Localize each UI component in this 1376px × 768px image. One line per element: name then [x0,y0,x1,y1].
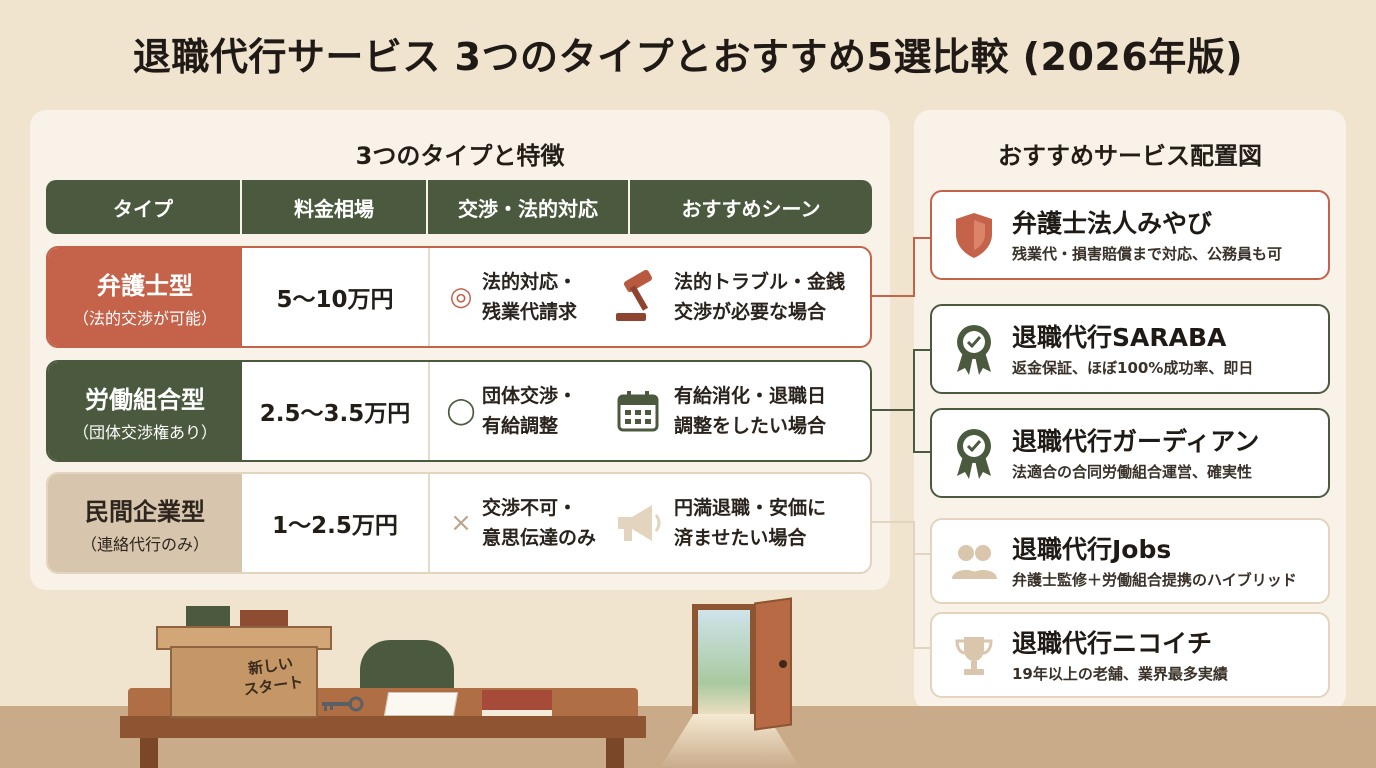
door-knob [779,660,787,668]
service-description: 法適合の合同労働組合運営、確実性 [1012,462,1253,481]
services-heading: おすすめサービス配置図 [998,142,1262,170]
type-name: 労働組合型 [85,385,205,414]
service-description: 残業代・損害賠償まで対応、公務員も可 [1012,244,1283,263]
cell-divider [428,474,430,572]
type-cell: 弁護士型 （法的交渉が可能） [48,248,242,346]
scene-line: 調整をしたい場合 [674,415,827,437]
type-note: （団体交渉権あり） [72,422,217,442]
header-divider [240,180,242,234]
service-name: 退職代行ガーディアン [1012,426,1260,456]
service-name: 退職代行SARABA [1012,322,1227,352]
scene-cell: 円満退職・安価に 済ませたい場合 [608,474,870,572]
service-card-body: 退職代行Jobs 弁護士監修＋労働組合提携のハイブリッド [1012,533,1297,590]
type-name: 弁護士型 [97,271,193,300]
service-card-body: 退職代行ガーディアン 法適合の合同労働組合運営、確実性 [1012,425,1259,482]
keys-icon [322,696,364,712]
type-name: 民間企業型 [85,497,205,526]
negotiation-cell: ◎ 法的対応・ 残業代請求 [440,248,630,346]
service-description: 19年以上の老舗、業界最多実績 [1012,664,1228,683]
service-card-jobs: 退職代行Jobs 弁護士監修＋労働組合提携のハイブリッド [930,518,1330,604]
header-divider [426,180,428,234]
header-divider [628,180,630,234]
scene-line: 交渉が必要な場合 [674,301,827,323]
door-opening-landscape [698,610,750,714]
column-header-price: 料金相場 [294,196,374,221]
service-description: 弁護士監修＋労働組合提携のハイブリッド [1012,570,1297,589]
service-card-guardian: 退職代行ガーディアン 法適合の合同労働組合運営、確実性 [930,408,1330,498]
shield-icon [942,203,1006,267]
comparison-header: タイプ 料金相場 交渉・法的対応 おすすめシーン [46,180,872,234]
book-in-box [240,610,288,630]
desk-edge [120,716,646,738]
service-card-body: 退職代行SARABA 返金保証、ほぼ100%成功率、即日 [1012,321,1253,378]
type-note: （法的交渉が可能） [72,308,217,328]
scene-cell: 法的トラブル・金銭 交渉が必要な場合 [608,248,870,346]
negotiation-line: 意思伝達のみ [482,527,597,549]
scene-line: 済ませたい場合 [674,527,807,549]
award-badge-icon [942,421,1006,485]
cross-icon: × [450,508,472,538]
scene-cell: 有給消化・退職日 調整をしたい場合 [608,362,870,460]
negotiation-line: 有給調整 [482,415,559,437]
scene-text: 法的トラブル・金銭 交渉が必要な場合 [674,267,845,327]
comparison-heading: 3つのタイプと特徴 [355,142,565,170]
price-cell: 5〜10万円 [276,287,394,313]
negotiation-text: 法的対応・ 残業代請求 [482,267,577,327]
service-card-body: 退職代行ニコイチ 19年以上の老舗、業界最多実績 [1012,627,1228,684]
calendar-icon [608,381,668,441]
cell-divider [428,248,430,346]
service-card-body: 弁護士法人みやび 残業代・損害賠償まで対応、公務員も可 [1012,207,1282,264]
negotiation-text: 交渉不可・ 意思伝達のみ [482,493,596,553]
desk-leg [140,738,158,768]
negotiation-line: 残業代請求 [482,301,578,323]
trophy-icon [942,623,1006,687]
desk-leg [606,738,624,768]
scene-text: 有給消化・退職日 調整をしたい場合 [674,381,826,441]
desk-book [482,690,552,716]
type-row-lawyer: 弁護士型 （法的交渉が可能） 5〜10万円 ◎ 法的対応・ 残業代請求 法的トラ… [46,246,872,348]
scene-line: 有給消化・退職日 [674,385,827,407]
column-header-type: タイプ [113,196,173,221]
cell-divider [428,362,430,460]
column-header-scene: おすすめシーン [681,196,821,221]
negotiation-line: 法的対応・ [482,271,578,293]
award-badge-icon [942,317,1006,381]
type-note: （連絡代行のみ） [80,534,209,554]
people-icon [942,529,1006,593]
type-cell: 民間企業型 （連絡代行のみ） [48,474,242,572]
service-name: 退職代行ニコイチ [1012,628,1213,658]
office-chair [360,640,454,692]
service-card-miyabi: 弁護士法人みやび 残業代・損害賠償まで対応、公務員も可 [930,190,1330,280]
service-card-nikoichi: 退職代行ニコイチ 19年以上の老舗、業界最多実績 [930,612,1330,698]
megaphone-icon [608,493,668,553]
negotiation-cell: × 交渉不可・ 意思伝達のみ [440,474,630,572]
scene-line: 法的トラブル・金銭 [674,271,846,293]
double-circle-icon: ◎ [449,282,473,312]
negotiation-text: 団体交渉・ 有給調整 [482,381,577,441]
connector-lines [872,237,932,649]
document-paper [383,692,459,716]
price-cell: 1〜2.5万円 [272,513,398,539]
page-title: 退職代行サービス 3つのタイプとおすすめ5選比較 (2026年版) [132,35,1244,79]
service-name: 退職代行Jobs [1012,534,1172,564]
type-row-union: 労働組合型 （団体交渉権あり） 2.5〜3.5万円 ◯ 団体交渉・ 有給調整 [46,360,872,462]
gavel-icon [608,267,668,327]
type-cell: 労働組合型 （団体交渉権あり） [48,362,242,460]
service-card-saraba: 退職代行SARABA 返金保証、ほぼ100%成功率、即日 [930,304,1330,394]
column-header-negotiation: 交渉・法的対応 [458,196,598,221]
negotiation-line: 交渉不可・ [482,497,578,519]
cardboard-box [170,646,318,718]
negotiation-cell: ◯ 団体交渉・ 有給調整 [440,362,630,460]
circle-icon: ◯ [446,396,476,426]
service-description: 返金保証、ほぼ100%成功率、即日 [1012,358,1254,377]
negotiation-line: 団体交渉・ [482,385,578,407]
service-name: 弁護士法人みやび [1012,208,1213,238]
type-row-private: 民間企業型 （連絡代行のみ） 1〜2.5万円 × 交渉不可・ 意思伝達のみ 円満… [46,472,872,574]
scene-line: 円満退職・安価に [674,497,827,519]
price-cell: 2.5〜3.5万円 [259,401,411,427]
scene-text: 円満退職・安価に 済ませたい場合 [674,493,826,553]
